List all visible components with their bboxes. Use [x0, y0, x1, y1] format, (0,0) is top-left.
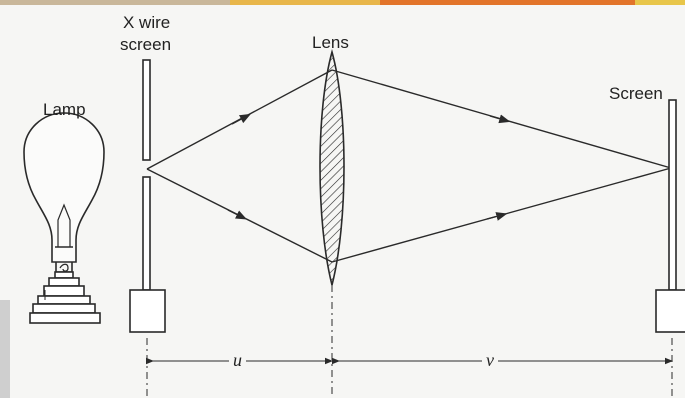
u-distance-label: u	[229, 351, 246, 369]
x-wire-label-line2: screen	[120, 35, 172, 54]
image-screen	[655, 99, 685, 333]
lens	[319, 48, 345, 398]
lens-label: Lens	[312, 33, 349, 52]
light-rays	[146, 69, 672, 263]
v-distance-label: v	[482, 351, 498, 369]
x-wire-label-line1: X wire	[123, 13, 171, 32]
lamp	[23, 112, 105, 324]
dimension-lines	[146, 338, 673, 398]
left-edge-shadow	[0, 300, 10, 398]
top-edge-strip	[0, 0, 685, 5]
lamp-label: Lamp	[43, 100, 86, 119]
ray-arrows	[227, 113, 511, 221]
x-wire-screen	[129, 59, 166, 333]
screen-label: Screen	[609, 84, 663, 103]
